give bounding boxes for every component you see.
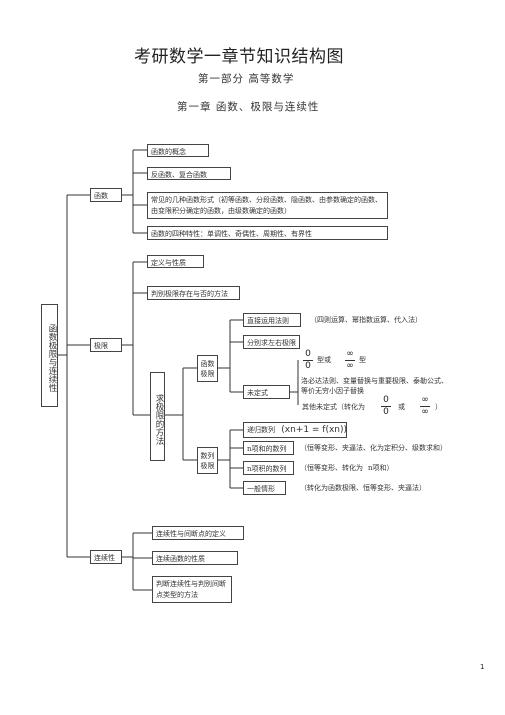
recursive-sequence-label: 递归数列 (247, 426, 275, 434)
other-forms-suffix: ） (435, 403, 442, 411)
form-inf-over-inf: ∞∞ (345, 349, 355, 371)
product-sequence: n项积的数列 (243, 461, 294, 475)
recursive-formula: (xn+1 = f(xn)) (281, 425, 348, 435)
other-forms-mid: 或 (398, 403, 405, 411)
function-concept: 函数的概念 (147, 144, 209, 157)
direct-rules: 直接运用法则 (243, 313, 301, 327)
indeterminate-forms: 未定式 (243, 385, 290, 399)
other-form-inf-over-inf: ∞∞ (420, 395, 430, 417)
limit-definition: 定义与性质 (147, 255, 204, 268)
continuous-function-properties: 连续函数的性质 (152, 551, 238, 565)
sum-sequence: n项和的数列 (243, 441, 294, 455)
product-sequence-note-b: n项和） (368, 464, 394, 472)
page-number: 1 (480, 663, 485, 671)
form-suffix: 型 (359, 356, 366, 364)
left-right-limits: 分别求左右极限 (243, 335, 300, 349)
page-title: 考研数学一章节知识结构图 (134, 47, 344, 67)
limit-node: 极限 (90, 338, 122, 352)
chapter-subtitle: 第一章 函数、极限与连续性 (177, 101, 320, 113)
general-case-note: （转化为函数极限、恒等变形、夹逼法） (300, 484, 426, 492)
continuity-definition: 连续性与间断点的定义 (152, 526, 244, 540)
product-sequence-note-a: （恒等变形、转化为 (300, 464, 363, 472)
part-subtitle: 第一部分 高等数学 (198, 73, 295, 85)
limit-methods-node: 求极限的方法 (150, 372, 165, 461)
direct-rules-note: （四则运算、幂指数运算、代入法） (310, 316, 422, 324)
recursive-sequence: 递归数列 (xn+1 = f(xn)) (243, 422, 347, 438)
common-function-forms: 常见的几种函数形式（初等函数、分段函数、隐函数、由参数确定的函数、由变限积分确定… (147, 192, 388, 219)
indeterminate-methods-line2: 等价无穷小因子替换 (301, 387, 364, 395)
function-properties: 函数的四种特性：单调性、奇偶性、周期性、有界性 (147, 226, 388, 240)
limit-existence-methods: 判别极限存在与否的方法 (147, 286, 240, 300)
sum-sequence-note: （恒等变形、夹逼法、化为定积分、级数求和） (300, 444, 447, 452)
function-node: 函数 (90, 188, 122, 202)
form-connector: 型或 (317, 356, 331, 364)
other-forms-prefix: 其他未定式（转化为 (302, 403, 365, 411)
inverse-composite-functions: 反函数、复合函数 (147, 167, 231, 180)
continuity-node: 连续性 (90, 550, 122, 564)
indeterminate-methods-line1: 洛必达法则、变量替换与重要极限、泰勒公式、 (301, 377, 448, 385)
general-case: 一般情形 (243, 481, 286, 495)
sequence-limit-node: 数列极限 (197, 447, 218, 474)
continuity-methods: 判断连续性与判别间断点类型的方法 (152, 576, 232, 603)
function-limit-node: 函数极限 (197, 355, 218, 382)
root-node: 函数极限与连续性 (41, 304, 58, 407)
